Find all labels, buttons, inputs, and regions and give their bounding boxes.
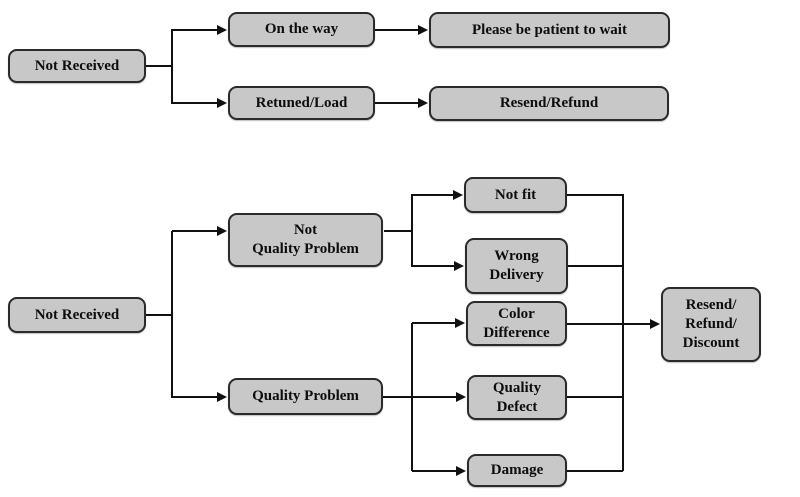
node-label-line1: Not	[293, 222, 318, 239]
node-resend-refund: Resend/Refund	[429, 86, 669, 121]
node-label: Quality Problem	[252, 388, 359, 405]
node-label-line2: Refund/	[685, 316, 737, 333]
node-please-be-patient: Please be patient to wait	[429, 12, 670, 48]
node-on-the-way: On the way	[228, 12, 375, 47]
node-label: Retuned/Load	[255, 94, 348, 111]
node-not-received-top: Not Received	[8, 49, 146, 83]
node-color-difference: Color Difference	[466, 301, 567, 346]
node-label-line1: Resend/	[685, 297, 737, 314]
node-label-line1: Wrong	[494, 248, 539, 265]
node-damage: Damage	[467, 454, 567, 487]
node-resend-refund-discount: Resend/ Refund/ Discount	[661, 287, 761, 362]
node-label: Please be patient to wait	[472, 21, 627, 38]
node-label-line1: Quality	[492, 379, 542, 396]
node-label: Resend/Refund	[499, 95, 599, 112]
node-label: On the way	[264, 21, 339, 38]
node-label-line3: Discount	[682, 334, 740, 351]
node-quality-defect: Quality Defect	[467, 375, 567, 420]
node-label: Not Received	[34, 57, 120, 74]
node-not-quality-problem: Not Quality Problem	[228, 213, 383, 267]
node-label: Not fit	[494, 186, 537, 203]
node-label-line2: Quality Problem	[252, 241, 359, 257]
node-label: Not Received	[34, 306, 120, 323]
node-label-line2: Difference	[483, 324, 550, 341]
node-label: Damage	[490, 462, 544, 479]
node-label-line2: Defect	[496, 398, 538, 415]
node-not-fit: Not fit	[464, 177, 567, 213]
node-retuned-load: Retuned/Load	[228, 86, 375, 120]
node-not-received-bottom: Not Received	[8, 297, 146, 333]
node-label-line1: Color	[498, 305, 535, 322]
node-quality-problem: Quality Problem	[228, 378, 383, 415]
node-label-line2: Delivery	[489, 267, 544, 283]
node-wrong-delivery: Wrong Delivery	[465, 238, 568, 294]
